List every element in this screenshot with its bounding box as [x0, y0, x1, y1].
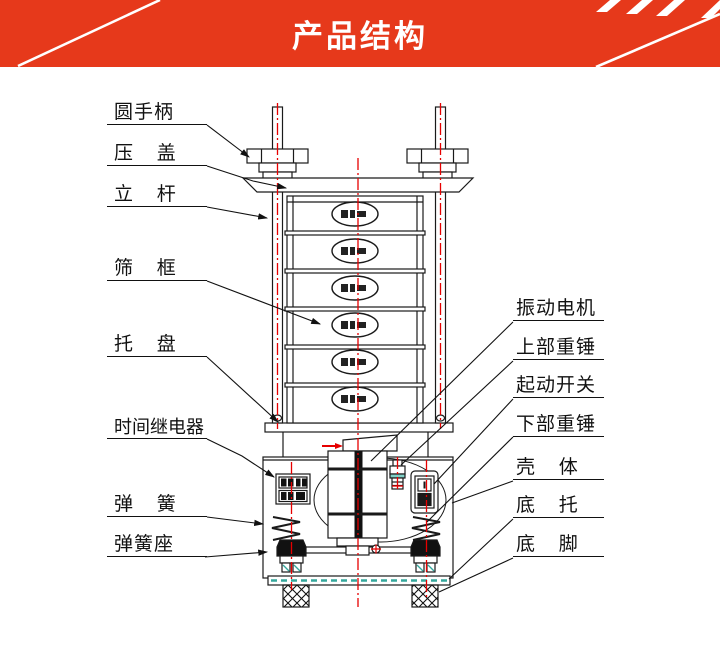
sieve-stack — [284, 195, 426, 424]
leader-spring — [206, 516, 265, 527]
leader-lines — [204, 124, 514, 593]
centerlines — [276, 103, 442, 607]
leader-sieve-frame — [206, 280, 322, 325]
neck-frame — [282, 432, 429, 457]
label-spring: 弹 簧 — [107, 493, 207, 517]
time-relay-box — [275, 473, 311, 505]
leader-tray — [206, 356, 279, 423]
label-lower-weight: 下部重锤 — [513, 413, 604, 437]
bottom-support-plate — [267, 575, 451, 586]
label-support-rod: 立 杆 — [107, 183, 207, 207]
leader-spring-seat — [204, 549, 269, 558]
springs — [271, 516, 441, 541]
label-round-handle: 圆手柄 — [107, 101, 207, 125]
sieve-logo-icons — [331, 201, 379, 412]
tray-plate — [264, 422, 454, 433]
label-time-relay: 时间继电器 — [107, 415, 207, 439]
label-vibration-motor: 振动电机 — [513, 297, 604, 321]
label-foot: 底 脚 — [513, 533, 604, 557]
label-start-switch: 起动开关 — [513, 374, 604, 398]
leader-upper-weight — [400, 360, 514, 466]
header-banner: 产品结构 — [0, 0, 720, 67]
label-sieve-frame: 筛 框 — [107, 257, 207, 281]
label-spring-seat: 弹簧座 — [107, 533, 207, 557]
vibration-motor — [327, 434, 398, 556]
start-switch — [410, 470, 439, 514]
corner-stripes-icon — [596, 0, 720, 18]
leader-time-relay — [206, 438, 275, 478]
leader-housing — [451, 480, 514, 504]
label-housing: 壳 体 — [513, 456, 604, 480]
leader-press-cover — [206, 165, 288, 190]
label-tray: 托 盘 — [107, 333, 207, 357]
leader-vibration-motor — [370, 321, 514, 462]
banner-decor — [17, 0, 720, 67]
leader-bottom-support — [448, 518, 514, 580]
label-bottom-support: 底 托 — [513, 494, 604, 518]
leader-support-rod — [206, 206, 269, 220]
diagonal-line-left — [17, 0, 161, 67]
page-title: 产品结构 — [292, 19, 428, 54]
leader-lower-weight — [426, 436, 514, 523]
diagonal-line-right — [595, 12, 720, 67]
leader-foot — [438, 557, 514, 593]
leader-round-handle — [206, 124, 250, 158]
label-press-cover: 压 盖 — [107, 142, 207, 166]
machine-feet — [282, 584, 439, 608]
center-fitting — [371, 544, 381, 554]
label-upper-weight: 上部重锤 — [513, 336, 604, 360]
leader-start-switch — [433, 398, 514, 485]
